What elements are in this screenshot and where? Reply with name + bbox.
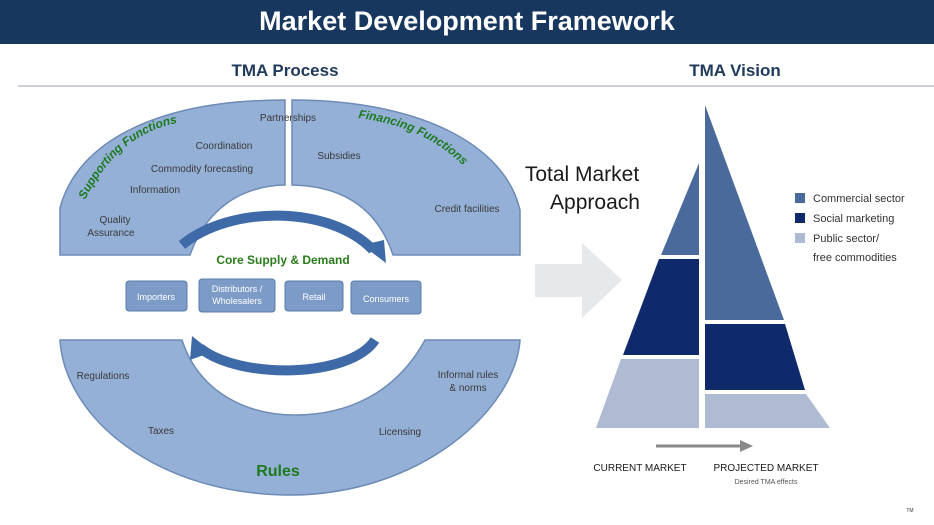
information-label: Information [130,185,180,196]
current-market-label: CURRENT MARKET [593,463,686,474]
tma-process-heading: TMA Process [231,61,338,80]
bottom-cycle-arrow [196,336,380,376]
consumers-box [350,280,422,315]
norms-label: & norms [449,383,486,394]
legend-public-label-2: free commodities [813,252,897,264]
subsidies-label: Subsidies [317,151,360,162]
legend-commercial-label: Commercial sector [813,193,905,205]
licensing-label: Licensing [379,427,421,438]
market-shift-arrowhead [740,440,753,452]
transition-arrow [535,243,622,318]
regulations-label: Regulations [77,371,130,382]
retail-label: Retail [302,292,325,302]
projected-note-label: Desired TMA effects [735,479,798,486]
legend-public-swatch [795,233,805,243]
informal-rules-label: Informal rules [438,370,499,381]
wholesalers-label: Wholesalers [212,296,262,306]
page-title: Market Development Framework [259,6,675,36]
retail-box [284,280,344,312]
title-bar [0,0,934,44]
supporting-functions-arc [59,99,286,256]
financing-functions-arc [291,99,521,256]
legend-social-label: Social marketing [813,213,894,225]
legend-public-label: Public sector/ [813,233,880,245]
tma-vision-heading: TMA Vision [689,61,781,80]
projected-commercial-segment [705,105,784,320]
top-cycle-arrowhead [362,240,386,263]
rules-title: Rules [256,463,300,480]
assurance-label: Assurance [87,228,135,239]
approach-label: Approach [550,191,640,214]
trademark-label: TM [906,508,913,514]
taxes-label: Taxes [148,426,174,437]
framework-diagram: TMA Process TMA Vision Supporting Functi… [18,61,934,514]
legend-social-swatch [795,213,805,223]
credit-facilities-label: Credit facilities [434,204,499,215]
current-commercial-segment [661,163,699,255]
importers-box [125,280,188,312]
current-social-segment [623,259,699,355]
rules-arc [59,339,521,496]
quality-label: Quality [99,215,130,226]
distributors-box [198,278,276,313]
importers-label: Importers [137,292,176,302]
top-cycle-arrow [178,210,377,254]
legend-commercial-swatch [795,193,805,203]
commodity-forecasting-label: Commodity forecasting [151,164,253,175]
projected-public-segment [705,394,830,428]
projected-market-label: PROJECTED MARKET [713,463,818,474]
consumers-label: Consumers [363,294,410,304]
bottom-cycle-arrowhead [190,336,212,360]
current-public-segment [596,359,699,428]
partnerships-label: Partnerships [260,113,316,124]
total-market-label: Total Market [525,163,640,186]
distributors-label: Distributors / [212,284,263,294]
projected-social-segment [705,324,805,390]
core-supply-demand-title: Core Supply & Demand [216,253,349,267]
coordination-label: Coordination [196,141,253,152]
